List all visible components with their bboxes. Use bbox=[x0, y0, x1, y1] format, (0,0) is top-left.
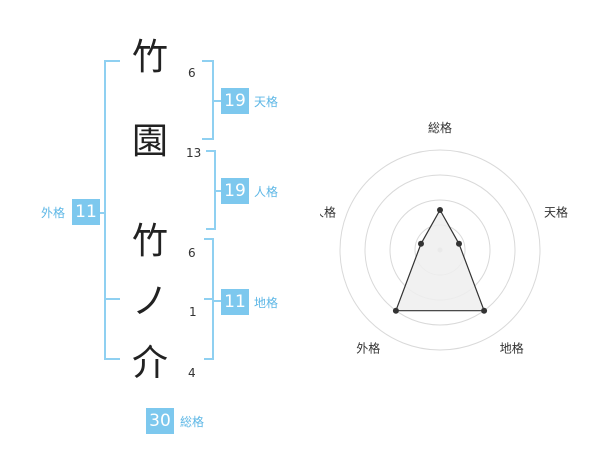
name-char-3: 竹 bbox=[131, 221, 168, 262]
radar-axis-label-5: 人格 bbox=[320, 204, 336, 219]
gaikaku-bracket-bottom bbox=[104, 358, 120, 360]
radar-point-3 bbox=[481, 307, 488, 314]
chikaku-label: 地格 bbox=[254, 296, 279, 310]
tenkaku-connector bbox=[212, 100, 222, 102]
soukaku-label: 総格 bbox=[180, 415, 205, 429]
radar-shape bbox=[392, 207, 488, 314]
stroke-count-5: 4 bbox=[188, 366, 196, 380]
gaikaku-label: 外格 bbox=[41, 206, 66, 220]
chikaku-bracket-top bbox=[204, 238, 214, 240]
name-char-4: ノ bbox=[131, 281, 168, 322]
radar-ring-3 bbox=[364, 174, 516, 326]
stroke-count-2: 13 bbox=[186, 146, 202, 160]
gaikaku-bracket-top bbox=[104, 60, 120, 62]
chikaku-bracket-bottom bbox=[204, 358, 214, 360]
radar-polygon bbox=[395, 208, 485, 312]
stroke-count-4: 1 bbox=[189, 305, 197, 319]
gaikaku-score: 11 bbox=[72, 199, 100, 225]
stroke-count-1: 6 bbox=[188, 66, 196, 80]
name-char-2: 園 bbox=[131, 121, 168, 162]
tenkaku-label: 天格 bbox=[254, 95, 279, 109]
radar-point-2 bbox=[456, 240, 462, 247]
gaikaku-bracket-vertical bbox=[104, 60, 106, 360]
tenkaku-bracket-top bbox=[202, 60, 214, 62]
radar-axis-label-4: 外格 bbox=[356, 341, 380, 356]
tenkaku-score: 19 bbox=[221, 88, 249, 114]
gaikaku-connector bbox=[96, 212, 104, 214]
name-char-5: 介 bbox=[131, 343, 168, 384]
chikaku-score: 11 bbox=[221, 289, 249, 315]
gaikaku-bracket-mid bbox=[104, 298, 120, 300]
radar-axis-label-2: 天格 bbox=[544, 204, 568, 219]
jinkaku-label: 人格 bbox=[254, 185, 279, 199]
jinkaku-connector bbox=[214, 190, 222, 192]
jinkaku-bracket-bottom bbox=[206, 228, 216, 230]
chikaku-connector bbox=[212, 300, 222, 302]
radar-ring-4 bbox=[339, 149, 541, 351]
radar-point-4 bbox=[392, 307, 399, 314]
stroke-count-3: 6 bbox=[188, 246, 196, 260]
radar-axis-label-3: 地格 bbox=[500, 341, 524, 356]
chikaku-bracket-mid bbox=[204, 298, 214, 300]
radar-point-1 bbox=[437, 207, 443, 213]
radar-point-5 bbox=[418, 240, 424, 247]
radar-axis-label-1: 総格 bbox=[428, 120, 452, 135]
jinkaku-bracket-top bbox=[206, 150, 216, 152]
name-char-1: 竹 bbox=[131, 37, 168, 78]
tenkaku-bracket-bottom bbox=[202, 138, 214, 140]
jinkaku-score: 19 bbox=[221, 178, 249, 204]
soukaku-score: 30 bbox=[146, 408, 174, 434]
